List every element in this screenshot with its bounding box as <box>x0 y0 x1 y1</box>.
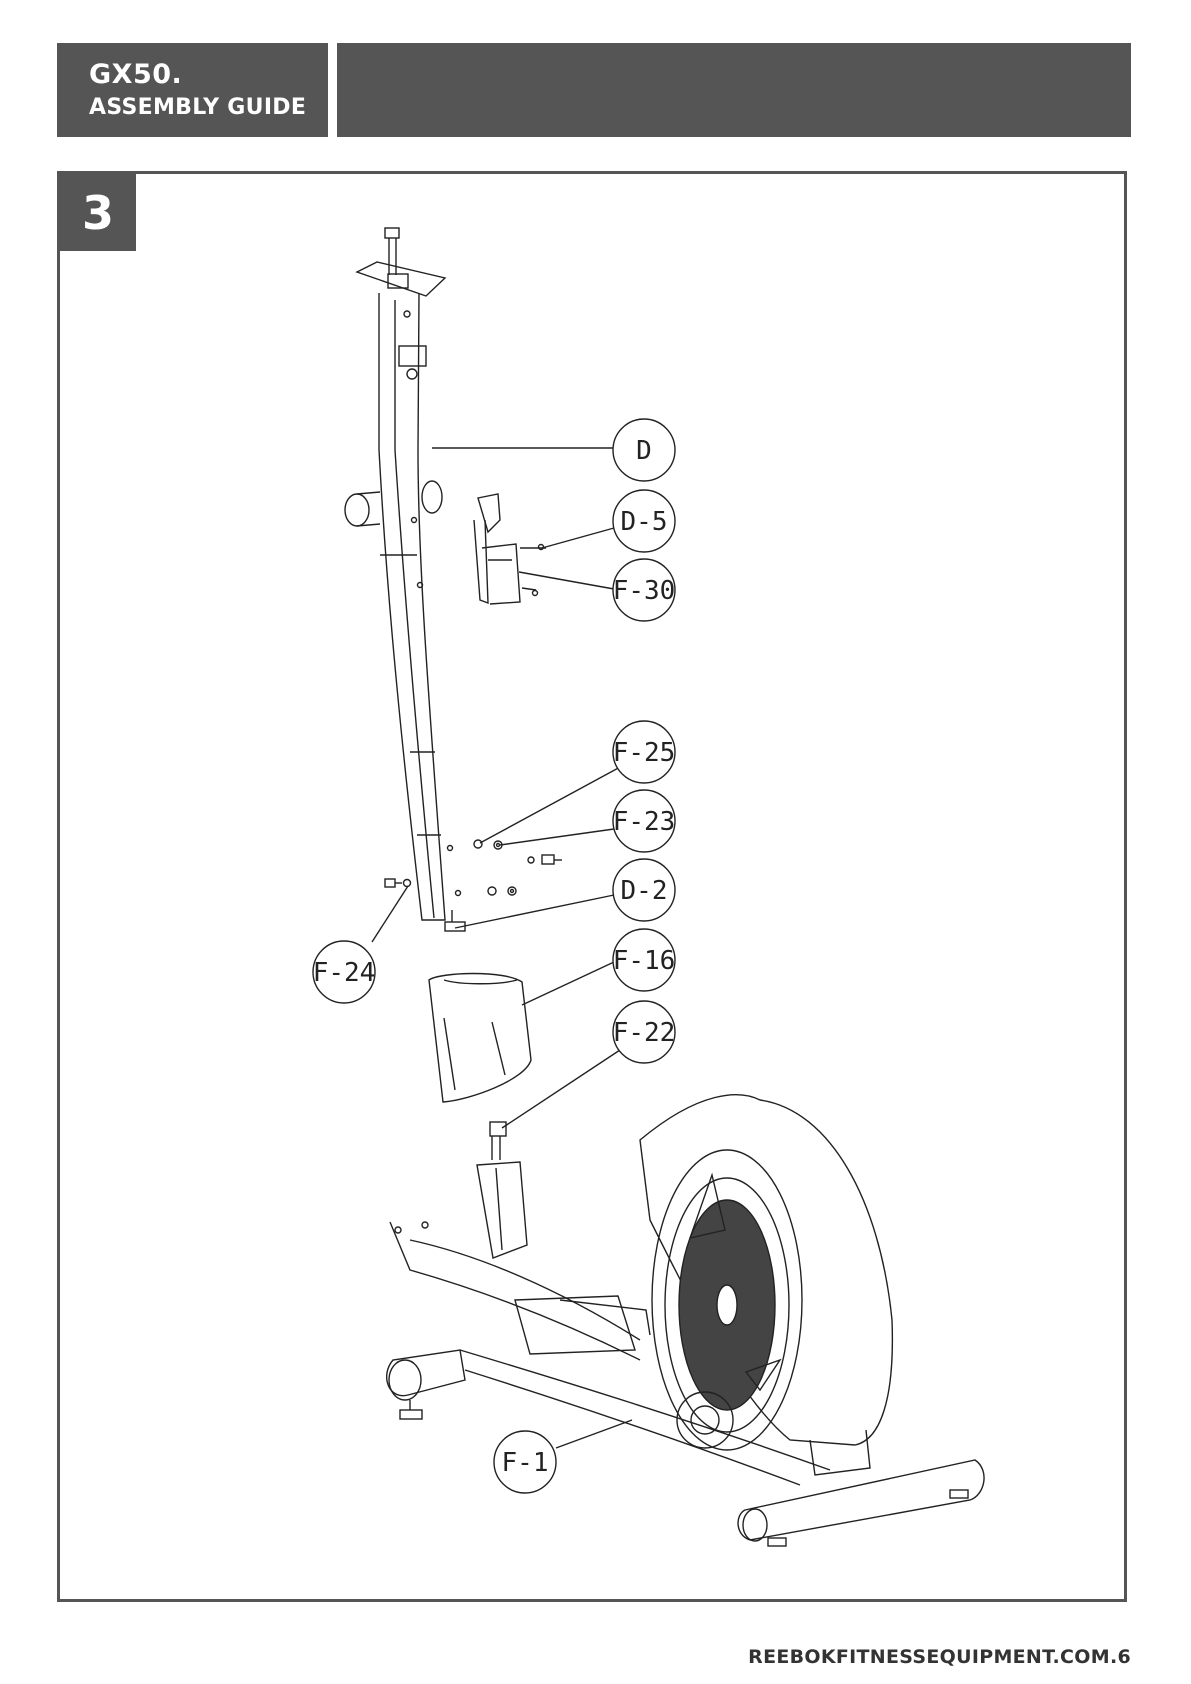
callout-f-23-label: F-23 <box>613 807 676 837</box>
callout-f-1: F-1 <box>494 1431 556 1493</box>
callout-f-1-label: F-1 <box>502 1448 549 1478</box>
bottle-holder-drawing <box>474 494 546 604</box>
fasteners-drawing <box>385 840 562 895</box>
callout-f-30: F-30 <box>613 559 676 621</box>
footer-page-ref: REEBOKFITNESSEQUIPMENT.COM.6 <box>748 1646 1131 1668</box>
shroud-drawing <box>429 974 531 1103</box>
callout-d: D <box>613 419 675 481</box>
callout-f-24: F-24 <box>313 941 376 1003</box>
callout-f-22: F-22 <box>613 1001 676 1063</box>
callout-d-2: D-2 <box>613 859 675 921</box>
callout-f-22-label: F-22 <box>613 1018 676 1048</box>
callout-f-25-label: F-25 <box>613 738 676 768</box>
page-number: 6 <box>1117 1646 1131 1668</box>
guide-subtitle: ASSEMBLY GUIDE <box>89 97 306 119</box>
console-mast-drawing <box>345 228 465 931</box>
callout-f-24-label: F-24 <box>313 958 376 988</box>
callout-f-16-label: F-16 <box>613 946 676 976</box>
callout-f-23: F-23 <box>613 790 676 852</box>
assembly-diagram: D D-5 F-30 F-25 F-23 D-2 F-24 F-16 <box>60 174 1124 1599</box>
callout-f-16: F-16 <box>613 929 676 991</box>
callout-f-30-label: F-30 <box>613 576 676 606</box>
header-title-block: GX50. ASSEMBLY GUIDE <box>57 43 328 137</box>
header-bar <box>337 43 1131 137</box>
leader-lines <box>372 448 632 1448</box>
model-name: GX50. <box>89 61 182 88</box>
main-frame-drawing <box>387 1095 984 1546</box>
footer-website: REEBOKFITNESSEQUIPMENT.COM <box>748 1646 1110 1668</box>
callout-circles: D D-5 F-30 F-25 F-23 D-2 F-24 F-16 <box>313 419 676 1493</box>
callout-d-5-label: D-5 <box>621 507 668 537</box>
callout-f-25: F-25 <box>613 721 676 783</box>
callout-d-label: D <box>636 436 652 466</box>
callout-d-2-label: D-2 <box>621 876 668 906</box>
callout-d-5: D-5 <box>613 490 675 552</box>
